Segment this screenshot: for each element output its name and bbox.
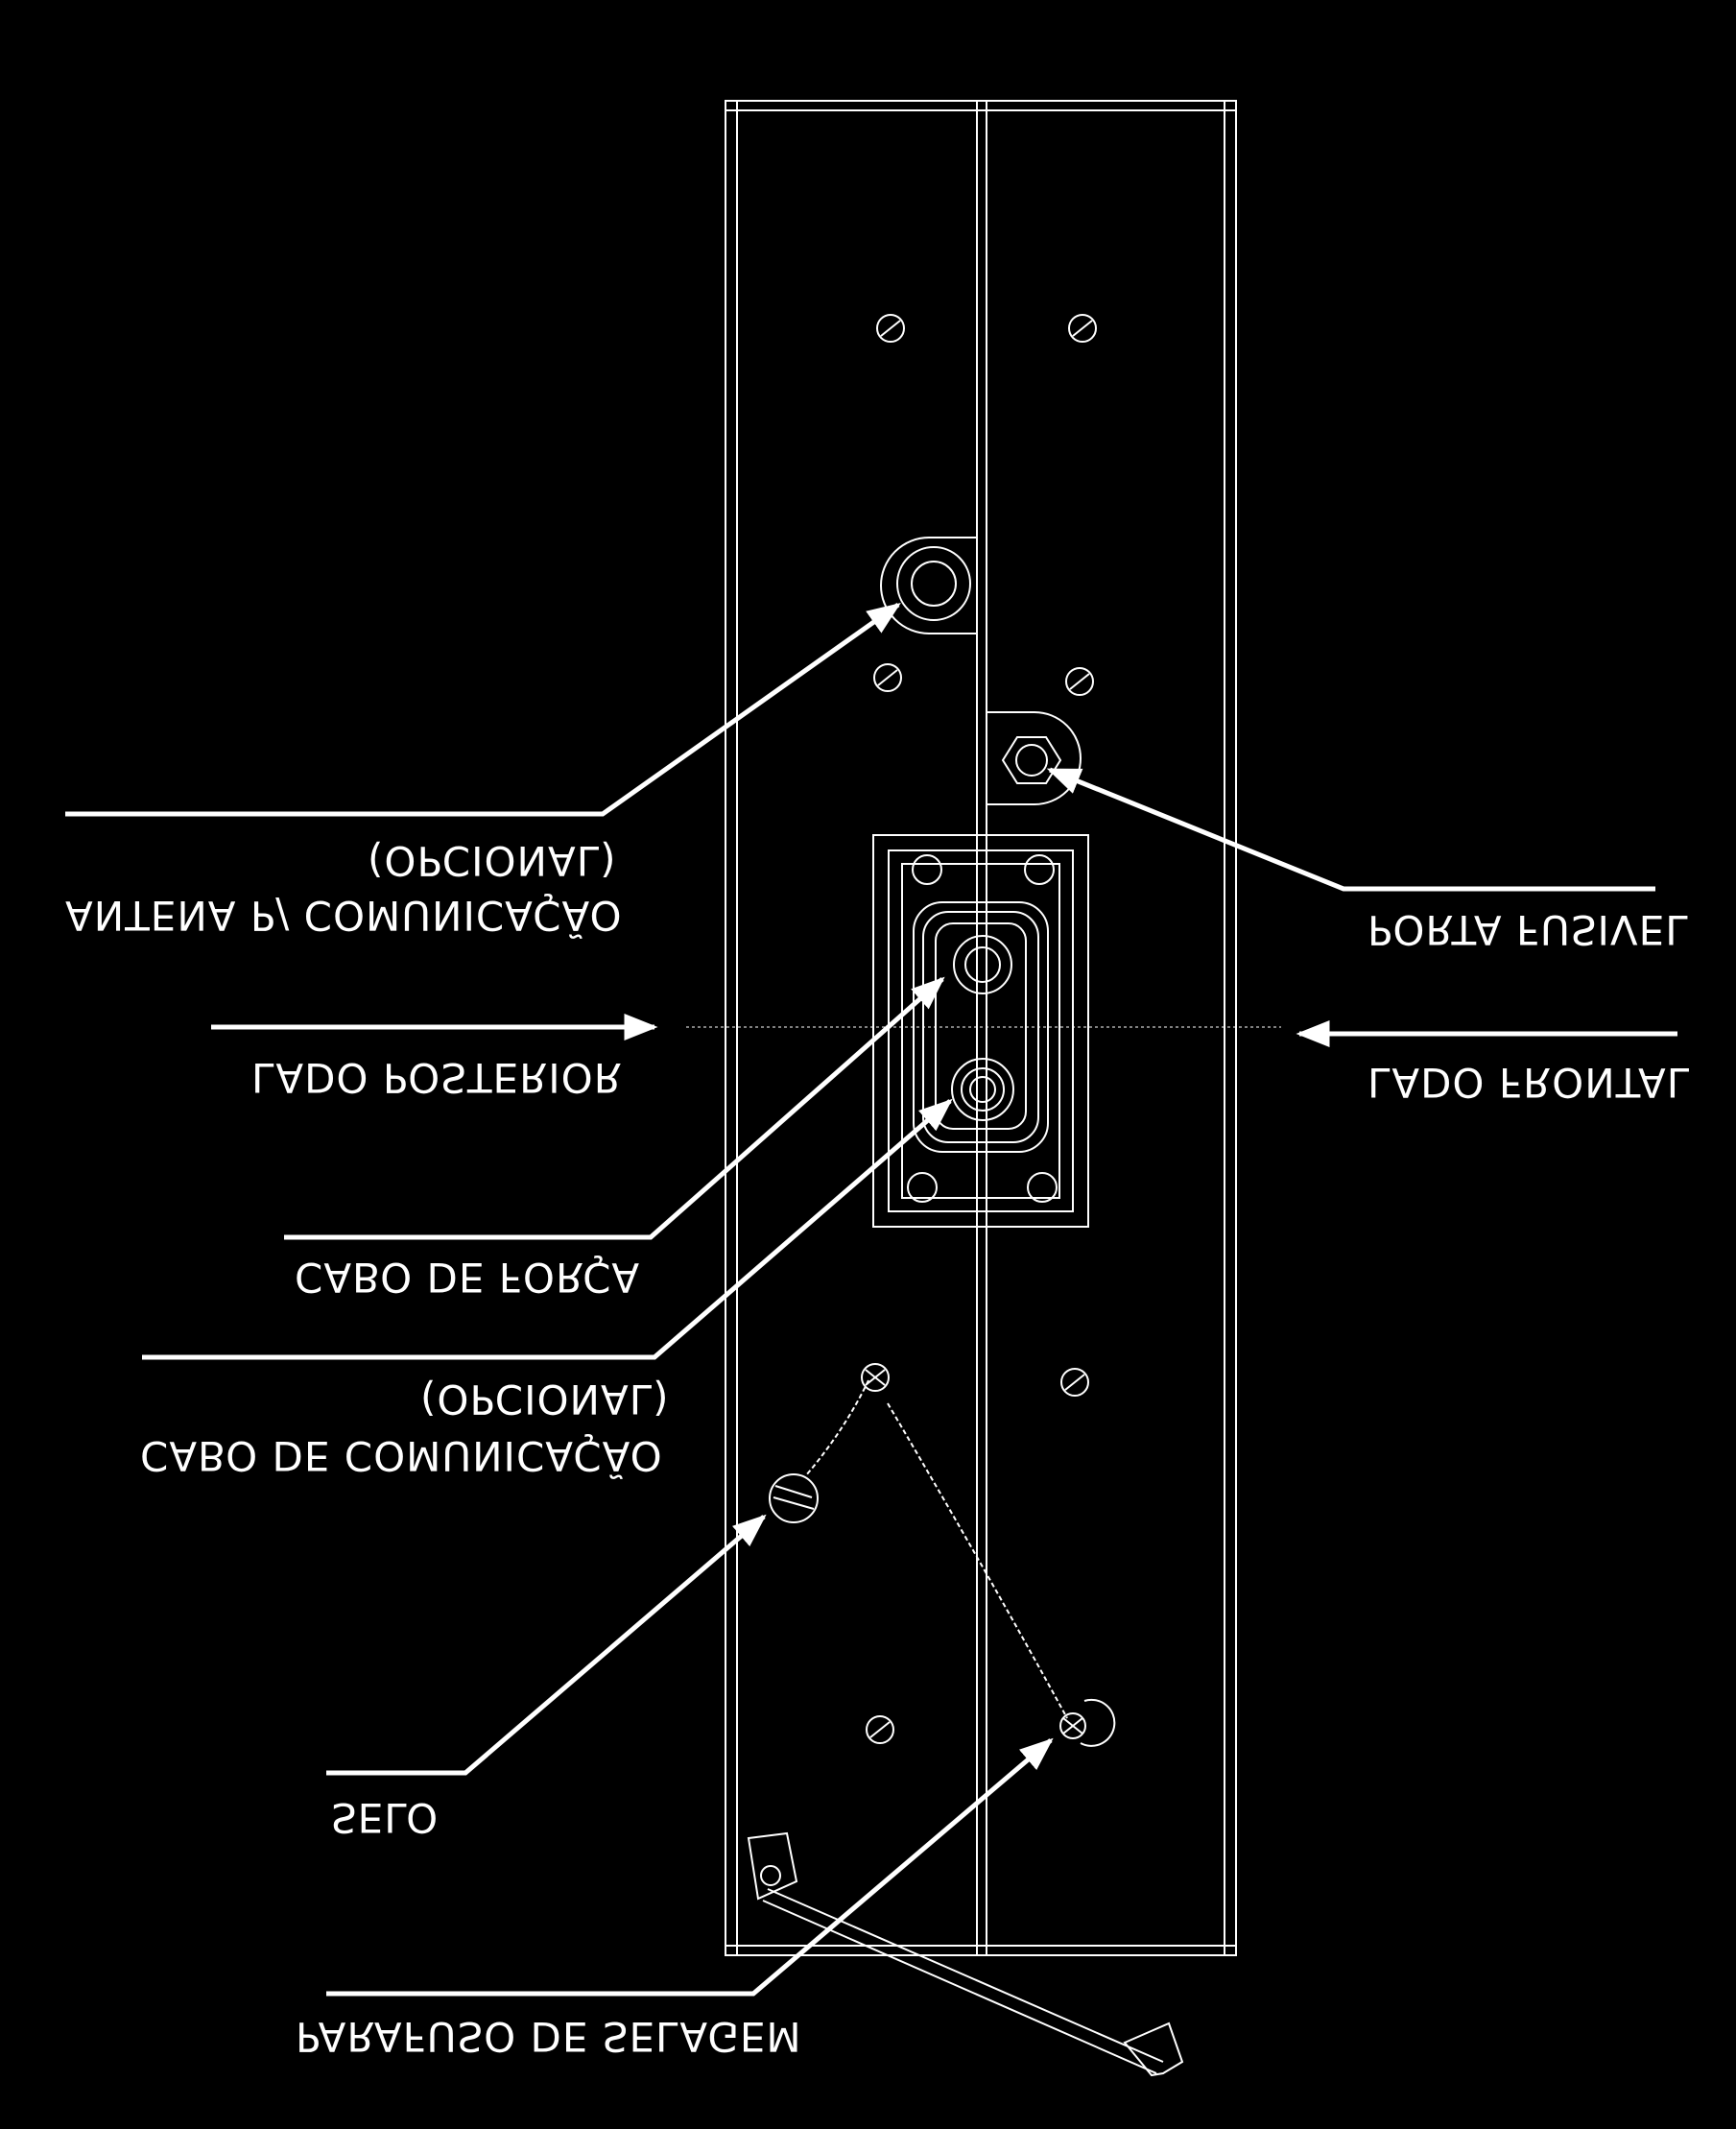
screw-mid-left [873,663,902,692]
lado-frontal-label: LADO FRONTAL [1367,1059,1691,1106]
cabo-comunicacao-label-line2: (OPCIONAL) [420,1375,670,1423]
seal-wire [769,1363,1116,1747]
antena-label-line2: (OPCIONAL) [368,837,617,884]
seal-leader [326,1514,767,1776]
screw-top-left [876,314,905,343]
comm-cable-leader [142,1098,953,1360]
power-cable-leader [284,976,945,1240]
antenna-leader [65,602,901,817]
housing-outline [725,100,1237,1956]
connector-plate [872,834,1089,1228]
antenna-connector [880,537,977,634]
lado-posterior-label: LADO POSTERIOR [251,1054,623,1101]
selo-label: SELO [331,1794,440,1841]
seal-top-screw [861,1363,890,1392]
parafuso-selagem-label: PARAFUSO DE SELAGEM [296,2013,802,2060]
porta-fusivel-label: PORTA FUSIVEL [1367,906,1689,953]
seal-icon [769,1473,819,1523]
fuse-holder-icon [987,711,1082,805]
fuse-leader [1046,767,1655,892]
cabo-comunicacao-label-line1: CABO DE COMUNICAÇÃO [140,1432,663,1479]
antena-label-line1: ANTENA P/ COMUNICAÇÃO [65,892,623,939]
screw-mid-right [1065,667,1094,696]
screw-lower-right [1060,1368,1089,1397]
comm-cable-socket [951,1058,1014,1121]
power-cable-socket [953,935,1012,994]
screw-bottom-left [866,1715,894,1744]
sealing-screw-icon [1059,1712,1086,1739]
sealing-screw-leader [326,1737,1054,1997]
cabo-forca-label: CABO DE FORÇA [295,1254,641,1301]
screw-top-right [1068,314,1097,343]
